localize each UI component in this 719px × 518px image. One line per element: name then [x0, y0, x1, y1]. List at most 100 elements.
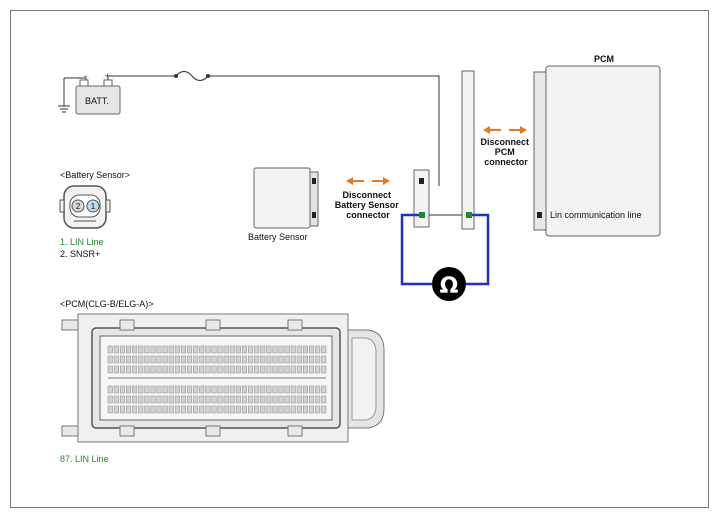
- pcm-pin: [296, 365, 302, 374]
- fuse-terminal-left: [174, 74, 178, 78]
- pcm-pin: [126, 365, 132, 374]
- pcm-pin: [156, 345, 162, 354]
- pcm-pin: [211, 385, 217, 394]
- pcm-pin: [138, 355, 144, 364]
- pcm-pin: [156, 395, 162, 404]
- pcm-connector-face: [61, 313, 385, 443]
- pcm-pin: [168, 355, 174, 364]
- pcm-pin: [241, 385, 247, 394]
- disconnect-pcm-arrow-icon: [483, 126, 527, 134]
- pcm-pin: [235, 385, 241, 394]
- pcm-pin: [241, 365, 247, 374]
- ohmmeter-leads: [400, 213, 490, 286]
- pcm-pin: [174, 395, 180, 404]
- pcm-pin: [119, 395, 125, 404]
- pcm-pin: [217, 345, 223, 354]
- pcm-pin: [309, 385, 315, 394]
- pcm-pin: [223, 345, 229, 354]
- pcm-pin: [284, 395, 290, 404]
- pcm-pin: [199, 395, 205, 404]
- disconnect-battery-arrow-icon: [346, 177, 390, 185]
- pcm-pin: [193, 365, 199, 374]
- pcm-pin: [138, 345, 144, 354]
- pcm-pin: [132, 365, 138, 374]
- battery-box: [75, 79, 121, 115]
- battery-sensor-body: [253, 167, 319, 229]
- pcm-pin: [266, 405, 272, 414]
- pcm-pin: [150, 365, 156, 374]
- pcm-pin: [260, 395, 266, 404]
- pcm-pin: [107, 395, 113, 404]
- pcm-pin: [132, 385, 138, 394]
- pcm-pin: [193, 385, 199, 394]
- pcm-pin: [150, 355, 156, 364]
- pcm-pin: [205, 405, 211, 414]
- pcm-pin: [180, 355, 186, 364]
- pcm-pin: [138, 385, 144, 394]
- pcm-pin: [144, 385, 150, 394]
- pcm-pin: [302, 365, 308, 374]
- pcm-pin: [107, 355, 113, 364]
- pcm-pin: [187, 405, 193, 414]
- pcm-pin: [309, 345, 315, 354]
- pcm-pin: [199, 345, 205, 354]
- pcm-pin: [248, 385, 254, 394]
- pcm-pin: [180, 395, 186, 404]
- pcm-pin: [296, 355, 302, 364]
- pcm-pin: [132, 345, 138, 354]
- ohmmeter: [432, 267, 466, 301]
- pcm-pin: [315, 405, 321, 414]
- pcm-pin: [113, 355, 119, 364]
- pcm-pin: [235, 345, 241, 354]
- pcm-pin: [302, 395, 308, 404]
- pcm-pin: [302, 355, 308, 364]
- pcm-pin: [266, 365, 272, 374]
- pcm-pin: [180, 405, 186, 414]
- pcm-pin: [199, 355, 205, 364]
- pcm-pin: [205, 355, 211, 364]
- pcm-pin: [187, 345, 193, 354]
- pcm-pin: [199, 405, 205, 414]
- pcm-pin: [156, 385, 162, 394]
- pcm-pin: [235, 355, 241, 364]
- pcm-pin: [144, 345, 150, 354]
- pcm-pin: [217, 395, 223, 404]
- pcm-pin: [107, 385, 113, 394]
- pcm-pin: [248, 355, 254, 364]
- pcm-pin: [126, 345, 132, 354]
- pcm-pin: [272, 385, 278, 394]
- pcm-pin: [260, 385, 266, 394]
- pcm-pin: [260, 355, 266, 364]
- pcm-pin: [254, 405, 260, 414]
- pcm-pin: [266, 355, 272, 364]
- pcm-pin: [162, 385, 168, 394]
- pcm-pin: [321, 405, 327, 414]
- pcm-pin: [223, 405, 229, 414]
- pcm-pin: [321, 395, 327, 404]
- pcm-pin: [309, 405, 315, 414]
- pcm-pin: [144, 405, 150, 414]
- pcm-pin: [199, 385, 205, 394]
- pcm-pin: [272, 395, 278, 404]
- pcm-pin: [217, 385, 223, 394]
- pcm-pin: [241, 405, 247, 414]
- pcm-pin: [113, 365, 119, 374]
- pcm-pin: [119, 355, 125, 364]
- battery-sensor-pin-2: 2: [76, 202, 81, 211]
- pcm-pin: [205, 365, 211, 374]
- pcm-pin: [235, 405, 241, 414]
- ohm-symbol-icon: Ω: [440, 274, 459, 299]
- pcm-pin: [248, 405, 254, 414]
- pcm-pin: [321, 345, 327, 354]
- pcm-pin: [132, 405, 138, 414]
- pcm-pin: [229, 345, 235, 354]
- pcm-pin: [248, 365, 254, 374]
- pcm-pin: [187, 385, 193, 394]
- battery-sensor-lin-pin: [419, 212, 425, 218]
- pcm-pin: [156, 405, 162, 414]
- pcm-pin: [254, 355, 260, 364]
- pcm-pin: [266, 395, 272, 404]
- pcm-pin: [223, 395, 229, 404]
- pcm-pin: [168, 385, 174, 394]
- pcm-pin: [150, 385, 156, 394]
